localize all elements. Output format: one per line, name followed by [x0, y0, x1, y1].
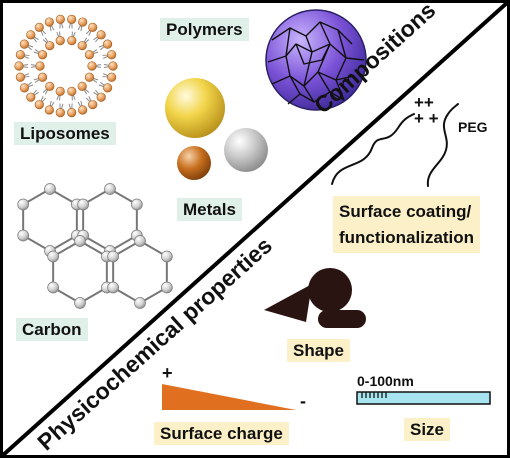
liposome-icon	[14, 14, 118, 118]
triangle-shape-icon	[264, 284, 312, 322]
surface-coating-label: Surface coating/ functionalization	[333, 196, 481, 253]
coating-strands-icon	[331, 103, 459, 187]
shape-icons	[264, 268, 366, 328]
metals-label: Metals	[177, 198, 242, 221]
negative-pole-label: -	[300, 391, 306, 411]
charge-gradient-icon	[162, 384, 296, 410]
size-label: Size	[404, 418, 451, 441]
peg-label: PEG	[458, 119, 488, 135]
size-scale-icon	[356, 391, 491, 405]
carbon-lattice-icon	[17, 183, 173, 309]
rod-shape-icon	[318, 310, 366, 328]
polymers-label: Polymers	[160, 18, 249, 41]
positive-charge-cluster: ++ + +	[414, 93, 439, 129]
liposomes-label: Liposomes	[14, 122, 116, 145]
copper-sphere-icon	[177, 146, 211, 180]
size-range-label: 0-100nm	[357, 373, 414, 389]
carbon-label: Carbon	[16, 318, 88, 341]
silver-sphere-icon	[224, 128, 268, 172]
disc-shape-icon	[308, 268, 352, 312]
surface-coating-line1: Surface coating/	[339, 202, 472, 221]
gold-sphere-icon	[165, 78, 225, 138]
surface-coating-line2: functionalization	[339, 227, 475, 247]
surface-charge-label: Surface charge	[154, 422, 289, 445]
shape-label: Shape	[287, 339, 351, 362]
positive-pole-label: +	[162, 363, 173, 383]
polymer-sphere-icon	[265, 9, 367, 111]
